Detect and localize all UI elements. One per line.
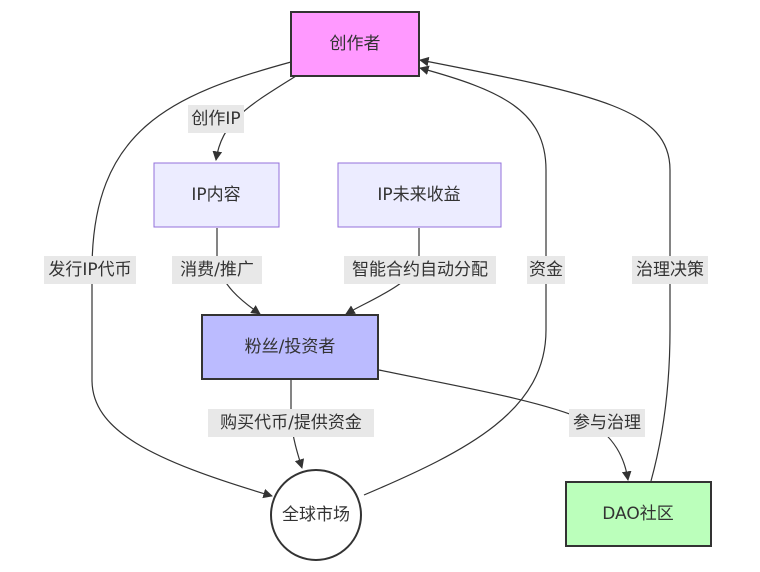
node-label: 粉丝/投资者 [245, 337, 336, 357]
edge-label-consume: 消费/推广 [172, 256, 262, 284]
edge-label-text: 治理决策 [636, 260, 704, 280]
node-label: 全球市场 [282, 505, 350, 525]
node-label: 创作者 [330, 34, 381, 54]
node-ip-revenue[interactable]: IP未来收益 [337, 162, 502, 228]
node-label: DAO社区 [602, 504, 674, 524]
node-label: IP内容 [191, 185, 240, 205]
edge-label-decision: 治理决策 [632, 256, 708, 284]
edge-label-text: 创作IP [191, 109, 240, 129]
edge-label-buy-token: 购买代币/提供资金 [208, 409, 374, 437]
node-fans-investors[interactable]: 粉丝/投资者 [201, 314, 379, 380]
edge-label-text: 参与治理 [573, 413, 641, 433]
edge-label-create-ip: 创作IP [188, 105, 244, 133]
edge-governance [378, 369, 632, 481]
edge-label-smart-contract: 智能合约自动分配 [344, 256, 496, 284]
edge-label-text: 购买代币/提供资金 [220, 413, 362, 433]
node-creator[interactable]: 创作者 [290, 11, 420, 77]
node-global-market[interactable]: 全球市场 [270, 469, 362, 561]
edge-decision [419, 56, 671, 482]
edge-label-text: 资金 [529, 260, 563, 280]
edge-label-text: 发行IP代币 [48, 260, 131, 280]
edge-label-text: 智能合约自动分配 [352, 260, 488, 280]
edge-label-governance: 参与治理 [569, 409, 645, 437]
node-dao[interactable]: DAO社区 [565, 481, 712, 547]
node-ip-content[interactable]: IP内容 [153, 162, 280, 228]
node-label: IP未来收益 [377, 185, 460, 205]
edge-label-text: 消费/推广 [180, 260, 254, 280]
edge-label-issue-token: 发行IP代币 [44, 256, 136, 284]
edge-label-funds: 资金 [527, 256, 565, 284]
edge-funds [363, 65, 547, 496]
